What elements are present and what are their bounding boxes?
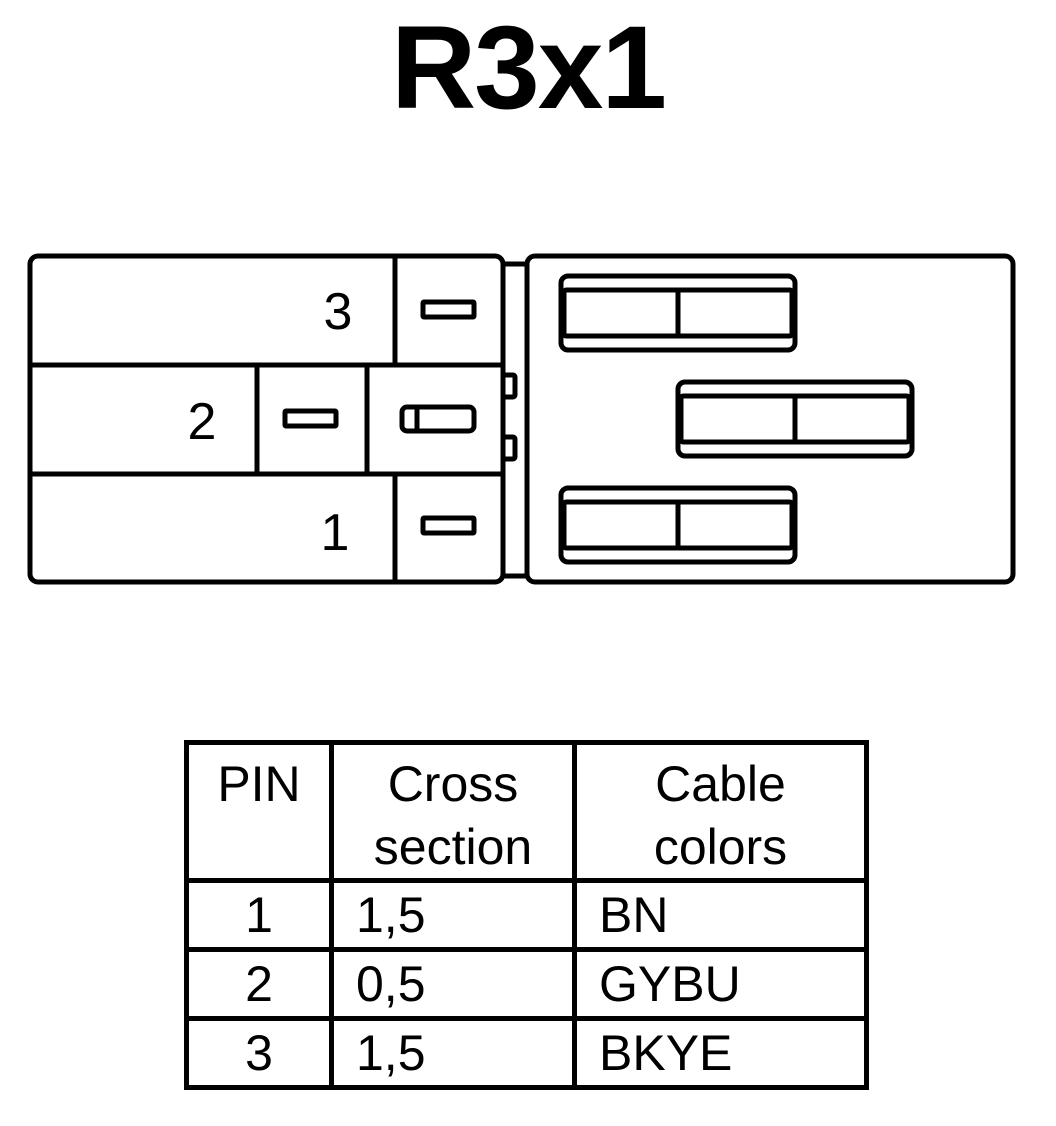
table-header-row: PIN Cross section Cable colors [184,740,869,883]
pin-slot-3 [420,299,477,320]
right-housing [524,253,1016,585]
header-cable-colors: Cable colors [572,740,869,883]
pin-slot-1 [420,515,477,536]
cell-cable-color: BKYE [572,1016,869,1090]
latch-slot [399,404,477,434]
header-color-line1: Cable [655,756,786,812]
terminal-1 [558,485,798,565]
header-pin-label: PIN [217,756,301,812]
neck-tab [500,372,518,400]
pin-slot-2 [282,408,339,429]
pin-assignment-table: PIN Cross section Cable colors 1 1,5 BN … [184,740,869,1090]
header-cross-line2: section [373,818,533,875]
cell-cable-color: GYBU [572,947,869,1021]
cell-pin: 3 [184,1016,334,1090]
cell-cross-section: 0,5 [329,947,577,1021]
header-color-line2: colors [653,818,788,875]
cell-cable-color: BN [572,878,869,952]
table-row: 1 1,5 BN [184,878,869,952]
cell-pin: 1 [184,878,334,952]
cell-cross-section: 1,5 [329,878,577,952]
terminal-2 [675,379,915,459]
left-housing [27,253,506,585]
header-pin: PIN [184,740,334,883]
pin-label-3: 3 [324,283,353,341]
neck-tab [500,434,518,462]
header-cross-section: Cross section [329,740,577,883]
table-row: 2 0,5 GYBU [184,947,869,1021]
pin-label-1: 1 [321,504,350,562]
terminal-3 [558,273,798,353]
diagram-title: R3x1 [390,2,667,134]
cell-pin: 2 [184,947,334,1021]
header-cross-line1: Cross [387,756,519,812]
connector-diagram: 3 2 1 [27,253,1016,585]
table-row: 3 1,5 BKYE [184,1016,869,1090]
pin-label-2: 2 [188,393,217,451]
cell-cross-section: 1,5 [329,1016,577,1090]
